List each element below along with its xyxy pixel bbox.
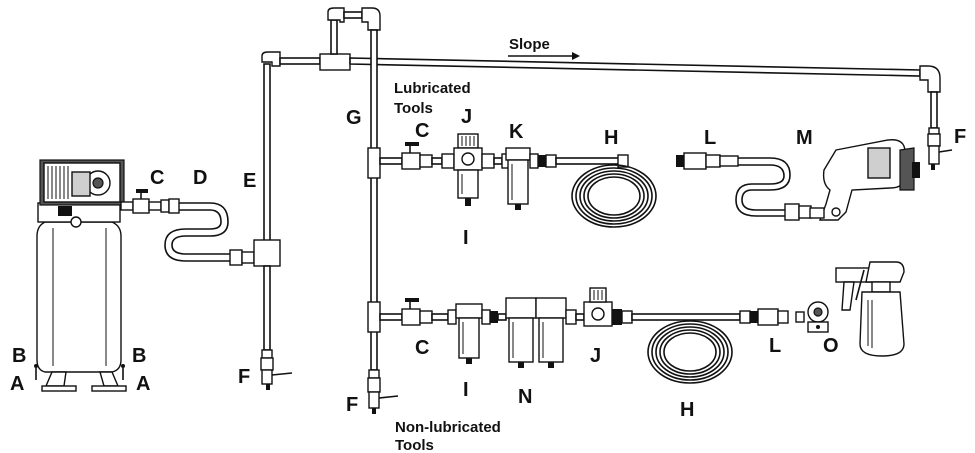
label-j-nonlubricated: J xyxy=(590,345,601,367)
spray-gun xyxy=(835,261,905,357)
label-k: K xyxy=(509,121,524,143)
label-c-compressor: C xyxy=(150,167,164,189)
air-compressor xyxy=(34,159,162,392)
label-d: D xyxy=(193,167,207,189)
nonlubricated-label-1: Non-lubricated xyxy=(395,419,501,436)
label-g: G xyxy=(346,107,362,129)
label-c-nonlubricated: C xyxy=(415,337,429,359)
nonlubricated-label-2: Tools xyxy=(395,437,434,453)
label-j-lubricated: J xyxy=(461,106,472,128)
slope-label: Slope xyxy=(509,36,550,53)
label-f-right: F xyxy=(954,126,966,148)
main-header-pipe xyxy=(319,7,953,170)
label-n: N xyxy=(518,386,532,408)
label-f-left: F xyxy=(238,366,250,388)
label-m: M xyxy=(796,127,813,149)
lubricated-label-2: Tools xyxy=(394,100,433,117)
labels: A A B B C D E F G F F Slope Lubricated T… xyxy=(10,36,966,453)
riser-pipe-e xyxy=(253,51,321,390)
label-h-lubricated: H xyxy=(604,127,618,149)
label-l-nonlubricated: L xyxy=(769,335,781,357)
lubricated-label-1: Lubricated xyxy=(394,80,471,97)
drop-pipe-g xyxy=(367,29,399,414)
lubricated-branch xyxy=(379,133,812,228)
impact-wrench-m xyxy=(809,139,920,221)
label-e: E xyxy=(243,170,256,192)
label-a-right: A xyxy=(136,373,150,395)
label-i-nonlubricated: I xyxy=(463,379,469,401)
label-f-bottom: F xyxy=(346,394,358,416)
label-l-lubricated: L xyxy=(704,127,716,149)
non-lubricated-branch xyxy=(379,287,829,384)
label-b-left: B xyxy=(12,345,26,367)
label-o: O xyxy=(823,335,839,357)
label-c-lubricated: C xyxy=(415,120,429,142)
label-a-left: A xyxy=(10,373,24,395)
label-i-lubricated: I xyxy=(463,227,469,249)
label-b-right: B xyxy=(132,345,146,367)
flex-hose-d xyxy=(160,198,255,266)
label-h-nonlubricated: H xyxy=(680,399,694,421)
